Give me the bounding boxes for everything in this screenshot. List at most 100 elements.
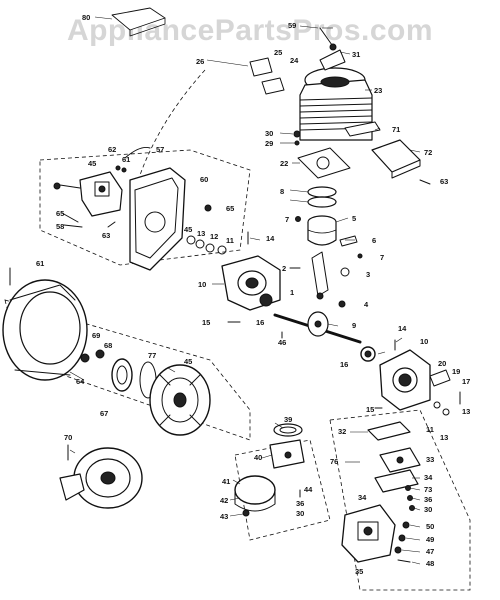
label-2: 2 (282, 264, 286, 273)
label-59: 59 (288, 21, 296, 30)
part-62 (115, 165, 121, 171)
part-13a (195, 239, 205, 249)
label-10a: 10 (198, 280, 206, 289)
filter-39 (273, 423, 303, 437)
label-73: 73 (424, 485, 432, 494)
label-19: 19 (452, 367, 460, 376)
screw-63 (107, 221, 116, 228)
cable-dash-line (139, 69, 206, 176)
part-30b (409, 505, 415, 511)
label-58: 58 (56, 222, 64, 231)
label-11a: 11 (226, 236, 234, 245)
label-17: 17 (462, 377, 470, 386)
label-64: 64 (76, 377, 85, 386)
gasket-32 (367, 421, 411, 441)
reed-group-outline (329, 409, 471, 591)
crankcase-10a (221, 255, 281, 311)
part-68 (95, 349, 105, 359)
label-48: 48 (426, 559, 434, 568)
part-49 (398, 534, 406, 542)
part-36a (407, 495, 413, 501)
label-70: 70 (64, 433, 72, 442)
label-12: 12 (210, 232, 218, 241)
part-labels: 80 59 31 26 25 24 23 30 29 71 72 22 57 6… (36, 13, 470, 576)
conrod-9a (311, 251, 329, 297)
label-7b: 7 (380, 253, 384, 262)
label-61: 61 (122, 155, 130, 164)
clip-7a (295, 216, 301, 222)
part-1 (316, 292, 324, 300)
label-14b: 14 (398, 324, 407, 333)
cylinder-23 (299, 49, 373, 141)
part-33 (379, 447, 421, 473)
gasket-22 (297, 147, 351, 179)
label-63a: 63 (440, 177, 448, 186)
label-39: 39 (284, 415, 292, 424)
label-80: 80 (82, 13, 90, 22)
label-45b: 45 (184, 225, 192, 234)
clip-7b (357, 253, 363, 259)
label-68: 68 (104, 341, 112, 350)
screw-65a (61, 212, 79, 223)
leader-lines (69, 27, 421, 565)
label-30b: 30 (424, 505, 432, 514)
part-80-tag (94, 7, 166, 37)
label-76: 76 (330, 457, 338, 466)
ring-8b (307, 196, 337, 208)
label-30a: 30 (265, 129, 273, 138)
label-8: 8 (280, 187, 284, 196)
screw-30-29 (293, 130, 301, 146)
filter-41 (234, 475, 276, 512)
part-58 (63, 224, 83, 228)
label-4: 4 (364, 300, 369, 309)
label-49: 49 (426, 535, 434, 544)
part-50 (402, 521, 410, 529)
label-26: 26 (196, 57, 204, 66)
label-1: 1 (290, 288, 294, 297)
label-41: 41 (222, 477, 230, 486)
part-20 (429, 369, 451, 387)
label-61b: 61 (36, 259, 44, 268)
label-65b: 65 (226, 204, 234, 213)
part-11a (217, 245, 227, 255)
label-67: 67 (100, 409, 108, 418)
label-34a: 34 (424, 473, 433, 482)
piston-5 (307, 215, 337, 246)
label-36b: 36 (296, 499, 304, 508)
label-15a: 15 (202, 318, 210, 327)
label-33: 33 (426, 455, 434, 464)
label-46: 46 (278, 338, 286, 347)
label-3: 3 (366, 270, 370, 279)
carburetor-group-outline (39, 149, 251, 266)
part-25 (249, 57, 273, 77)
flywheel-45 (149, 364, 211, 436)
part-3 (340, 267, 350, 277)
label-13a: 13 (197, 229, 205, 238)
label-36a: 36 (424, 495, 432, 504)
label-13c: 13 (462, 407, 470, 416)
pulley-67 (111, 358, 133, 392)
label-13b: 13 (440, 433, 448, 442)
label-40: 40 (254, 453, 262, 462)
screw-63 (419, 179, 431, 185)
label-43: 43 (220, 512, 228, 521)
part-71 (344, 121, 381, 137)
part-48 (397, 559, 411, 563)
part-57 (124, 147, 151, 159)
label-7a: 7 (285, 215, 289, 224)
air-plate-60 (129, 167, 186, 271)
label-65a: 65 (56, 209, 64, 218)
label-10b: 10 (420, 337, 428, 346)
filter-40 (269, 439, 305, 469)
screw-65b (204, 204, 212, 212)
label-60: 60 (200, 175, 208, 184)
label-71: 71 (392, 125, 400, 134)
label-11b: 11 (426, 425, 434, 434)
label-69: 69 (92, 331, 100, 340)
muffler-72 (371, 139, 421, 179)
label-9b: 9 (352, 321, 356, 330)
part-45b (186, 235, 196, 245)
part-12 (205, 243, 215, 253)
label-45a: 45 (88, 159, 96, 168)
